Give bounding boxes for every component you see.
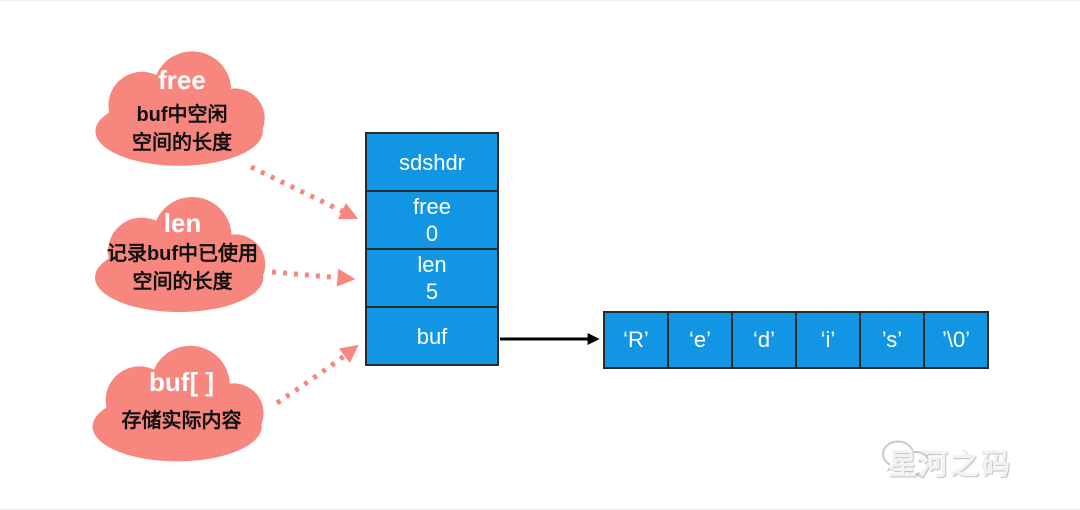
stack-cell-free-label: free: [413, 194, 451, 219]
stack-cell-sdshdr-label: sdshdr: [398, 149, 466, 175]
cloud-len: [94, 197, 266, 313]
dotted-arrow-len: [271, 268, 356, 287]
cloud-free: [95, 51, 265, 166]
cloud-buf: [92, 345, 264, 462]
char-cell-e: ‘e’: [667, 311, 733, 369]
stack-cell-len: len 5: [365, 248, 499, 308]
char-cell-s: ’s’: [859, 311, 925, 369]
stack-cell-len-label: len: [417, 252, 447, 277]
wechat-icon: [882, 440, 930, 479]
stack-cell-sdshdr: sdshdr: [365, 132, 499, 192]
char-cell-null: ’\0’: [923, 311, 989, 369]
stack-cell-free-value: 0: [425, 221, 439, 246]
stack-cell-len-value: 5: [425, 279, 439, 304]
stack-cell-buf-label: buf: [416, 323, 448, 349]
dotted-arrow-free: [249, 164, 359, 220]
char-array: ‘R’ ‘e’ ‘d’ ‘i’ ’s’ ’\0’: [603, 311, 989, 369]
stack-cell-free: free 0: [365, 190, 499, 250]
dotted-arrow-buf: [275, 344, 359, 406]
sdshdr-struct: sdshdr free 0 len 5 buf: [365, 132, 499, 366]
char-cell-i: ‘i’: [795, 311, 861, 369]
char-cell-R: ‘R’: [603, 311, 669, 369]
char-cell-d: ‘d’: [731, 311, 797, 369]
stack-cell-buf: buf: [365, 306, 499, 366]
